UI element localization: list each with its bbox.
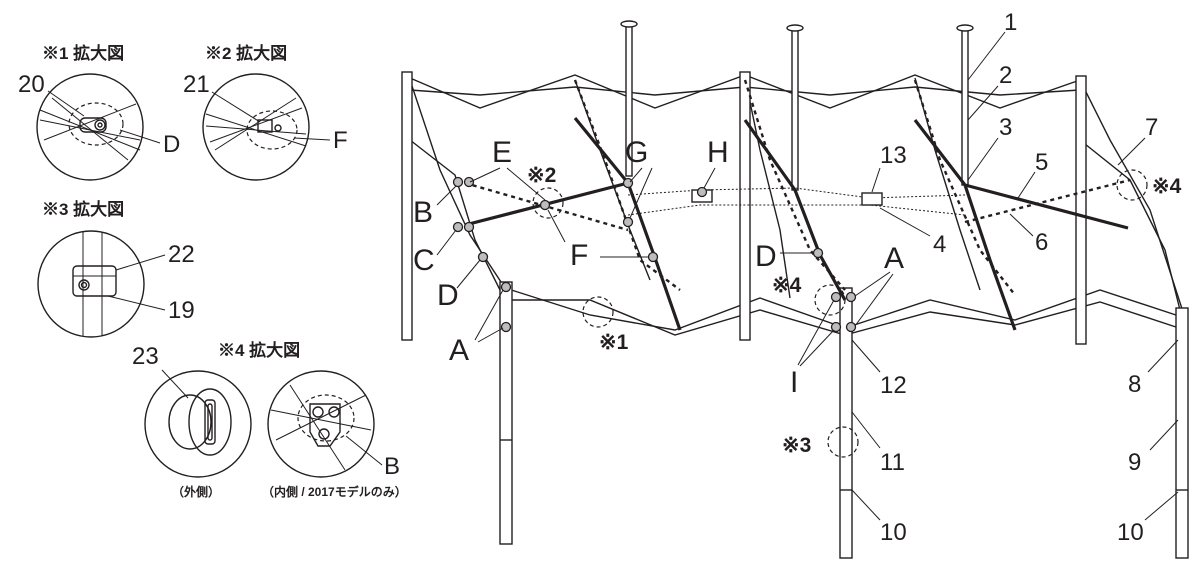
label-10-right: 10 (1117, 519, 1144, 546)
detail-view-4: ※4 拡大図 23 （外側） B （内側 / 2017モデルのみ） (132, 340, 407, 499)
middle-truss-3 (914, 77, 981, 291)
label-3: 3 (999, 114, 1012, 141)
left-side-truss-2 (409, 139, 506, 301)
scissor-dash-1 (573, 79, 681, 291)
detail-2-circle (202, 73, 310, 181)
rafter-dash-right (964, 178, 1131, 224)
label-13: 13 (880, 142, 907, 169)
leader-line (161, 369, 189, 399)
detail-3-title: ※3 拡大図 (42, 199, 124, 219)
leader-line (345, 435, 383, 466)
detail-4-bracket-drawing (270, 384, 372, 471)
right-side-truss (1079, 79, 1186, 319)
callout-mark-2: ※2 (527, 164, 556, 187)
right-side-truss-2 (1079, 139, 1186, 331)
label-d-left: D (437, 279, 459, 312)
letter-labels: E B C D A F G H D A I (413, 136, 904, 399)
callout-mark-4a: ※4 (772, 274, 802, 297)
detail-4-cap-drawing (168, 388, 232, 456)
leader-line (119, 129, 161, 144)
label-g: G (625, 136, 648, 169)
detail-2-label-21: 21 (183, 71, 210, 98)
label-d-middle: D (755, 240, 777, 273)
callout-circle-4a (814, 284, 846, 316)
label-6: 6 (1035, 229, 1048, 256)
leader-line (107, 295, 166, 311)
detail-3-label-19: 19 (168, 297, 195, 324)
detail-4-outer-circle (144, 370, 252, 478)
leg-front-right (1175, 307, 1189, 559)
detail-view-2: ※2 拡大図 21 F (183, 43, 348, 181)
label-10-middle: 10 (880, 519, 907, 546)
label-c: C (413, 244, 435, 277)
number-labels: 1 2 3 4 5 6 7 8 9 10 10 11 12 13 (851, 9, 1179, 546)
leader-line (211, 91, 261, 123)
middle-truss-2 (574, 79, 651, 281)
detail-view-1: ※1 拡大図 20 D (18, 43, 180, 181)
scissor-bold-3 (913, 119, 1017, 331)
detail-1-label-20: 20 (18, 71, 45, 98)
label-f: F (570, 239, 588, 272)
rafter-right (964, 183, 1129, 230)
label-9: 9 (1128, 449, 1141, 476)
leader-line (293, 137, 331, 141)
detail-3-label-22: 22 (168, 241, 195, 268)
detail-1-title: ※1 拡大図 (42, 43, 124, 63)
label-i: I (790, 366, 798, 399)
leader-line (47, 90, 85, 117)
detail-view-3: ※3 拡大図 22 19 (37, 199, 195, 338)
leader-line (115, 254, 166, 271)
label-e: E (492, 136, 512, 169)
detail-1-circle (36, 73, 144, 181)
leg-front-left (499, 281, 513, 545)
detail-4-title: ※4 拡大図 (218, 340, 300, 360)
tent-frame (401, 20, 1189, 559)
detail-1-label-d: D (163, 131, 180, 158)
detail-2-title: ※2 拡大図 (205, 43, 287, 63)
detail-1-joint-drawing (39, 97, 141, 161)
label-7: 7 (1145, 114, 1158, 141)
detail-2-joint-drawing (205, 97, 307, 151)
detail-2-label-f: F (333, 127, 348, 154)
label-4: 4 (933, 231, 946, 258)
middle-truss (744, 77, 791, 299)
detail-4-caption-outer: （外側） (172, 484, 220, 499)
detail-4-label-23: 23 (132, 343, 159, 370)
label-a-middle: A (884, 242, 904, 275)
detail-3-circle (37, 230, 145, 338)
detail-4-caption-inner: （内側 / 2017モデルのみ） (262, 484, 407, 499)
scissor-dash-3 (913, 79, 1016, 296)
scissor-dash-2 (743, 79, 846, 291)
detail-3-pole-drawing (72, 232, 117, 336)
label-5: 5 (1035, 149, 1048, 176)
label-h: H (707, 136, 729, 169)
label-1: 1 (1004, 9, 1017, 36)
callout-circle-1 (582, 296, 614, 328)
roof-pole-2 (791, 29, 799, 191)
callout-mark-4b: ※4 (1152, 175, 1182, 198)
callout-circle-2 (532, 187, 564, 219)
leg-back-middle (739, 71, 751, 341)
label-2: 2 (999, 62, 1012, 89)
callout-mark-1: ※1 (599, 331, 629, 354)
label-a-left: A (449, 334, 469, 367)
leg-back-left (401, 71, 413, 341)
connector-13 (861, 192, 883, 206)
ridge-upper (627, 187, 966, 199)
label-11: 11 (880, 449, 905, 476)
detail-4-inner-circle (267, 370, 375, 478)
callout-circle-4b (1116, 169, 1148, 201)
callout-circle-3 (827, 426, 859, 458)
label-b: B (413, 196, 433, 229)
leg-back-right (1075, 75, 1087, 345)
label-12: 12 (880, 372, 907, 399)
roof-pole-3 (961, 29, 969, 186)
detail-4-label-b: B (384, 453, 400, 480)
callout-mark-3: ※3 (782, 434, 811, 457)
left-side-truss (409, 79, 506, 289)
label-8: 8 (1128, 371, 1141, 398)
ridge-lower (627, 204, 966, 216)
